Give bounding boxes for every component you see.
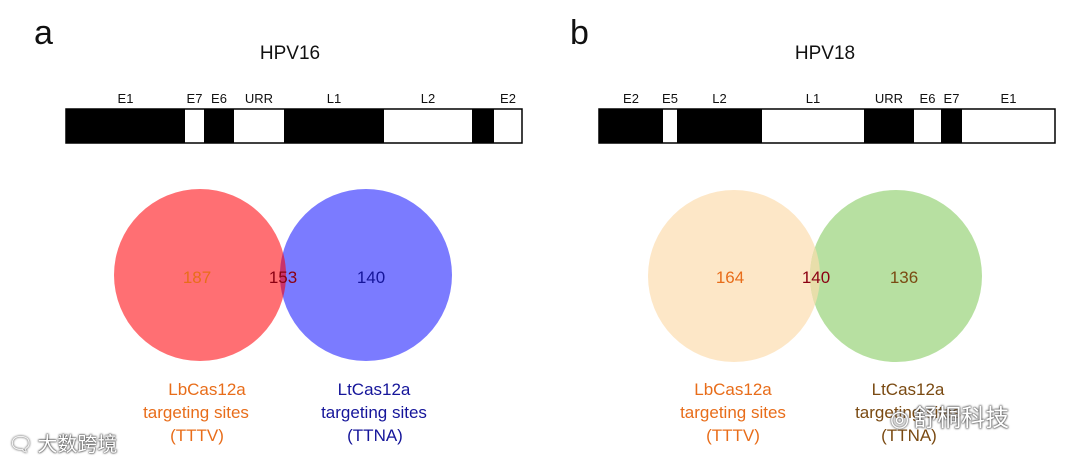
genome-segment-e6 [204,109,234,143]
genome-label-l1: L1 [806,91,820,106]
genome-label-l2: L2 [712,91,726,106]
venn-a-overlap-region [280,252,286,298]
genome-label-e6: E6 [211,91,227,106]
watermark-left-text: 大数跨境 [37,433,118,456]
genome-segment-l1 [762,109,864,143]
venn-a-right-label-line1: LtCas12a [338,380,411,399]
venn-a-left-count: 187 [183,268,211,287]
genome-label-urr: URR [875,91,903,106]
genome-segment-e2 [599,109,663,143]
genome-segment-l1 [284,109,384,143]
panel-a-genome-map: E1 E7 E6 URR L1 L2 E2 [65,91,523,144]
genome-label-l2: L2 [421,91,435,106]
venn-b-right-label-line1: LtCas12a [872,380,945,399]
speech-bubble-icon: 🗨 [8,434,34,456]
genome-outline [598,108,1056,144]
genome-segment-e1 [962,109,1055,143]
venn-a-right-circle [280,189,452,361]
genome-label-e2: E2 [500,91,516,106]
genome-label-e2: E2 [623,91,639,106]
venn-b-right-label-line2: targeting sites [855,403,961,422]
genome-segment-l2 [384,109,472,143]
genome-label-e7: E7 [187,91,203,106]
genome-label-e7: E7 [944,91,960,106]
panel-a-letter: a [34,14,53,52]
venn-b-right-circle [810,190,982,362]
venn-b-left-label-line2: targeting sites [680,403,786,422]
genome-segment-urr [864,109,914,143]
genome-outline [65,108,523,144]
venn-b-left-circle [648,190,820,362]
panel-a-venn: 187 153 140 LbCas12a targeting sites (TT… [114,189,452,445]
genome-label-e5: E5 [662,91,678,106]
panel-b-letter: b [570,14,589,52]
venn-a-left-circle [114,189,286,361]
genome-segment-l2 [677,109,762,143]
genome-segment-e7 [941,109,962,143]
venn-b-left-count: 164 [716,268,744,287]
genome-segment-e2 [494,109,522,143]
venn-a-left-label-line1: LbCas12a [168,380,246,399]
venn-a-left-label-line3: (TTTV) [170,426,224,445]
venn-b-left-label-line1: LbCas12a [694,380,772,399]
panel-b-title: HPV18 [794,43,856,64]
venn-b-right-count: 136 [890,268,918,287]
watermark-right-text: 舒桐科技 [913,405,1010,432]
genome-label-e6: E6 [920,91,936,106]
panel-a-title: HPV16 [259,43,321,64]
genome-segment-e1 [66,109,185,143]
genome-label-urr: URR [245,91,273,106]
watermark-right: ◎ 舒桐科技 [890,406,1009,432]
genome-label-l1: L1 [327,91,341,106]
genome-segment-urr [234,109,284,143]
panel-b-figure: E2 E5 L2 L1 URR E6 E7 E1 164 140 136 LbCas12a t… [598,91,1056,445]
venn-b-overlap-region [810,247,820,305]
venn-b-overlap-count: 140 [802,268,830,287]
panel-a-figure: E1 E7 E6 URR L1 L2 E2 187 153 140 LbCas12a tar… [65,91,523,445]
venn-a-right-count: 140 [357,268,385,287]
genome-label-e1: E1 [118,91,134,106]
venn-b-right-label-line3: (TTNA) [881,426,937,445]
venn-a-right-label-line3: (TTNA) [347,426,403,445]
genome-segment-e7 [185,109,204,143]
panel-b-genome-map: E2 E5 L2 L1 URR E6 E7 E1 [598,91,1056,144]
watermark-left: 🗨 大数跨境 [8,432,117,457]
venn-a-left-label-line2: targeting sites [143,403,249,422]
venn-b-left-label-line3: (TTTV) [706,426,760,445]
wechat-icon: ◎ [890,406,910,431]
genome-segment-e6 [914,109,941,143]
panel-b-venn: 164 140 136 LbCas12a targeting sites (TT… [648,190,982,445]
venn-a-right-label-line2: targeting sites [321,403,427,422]
venn-a-overlap-count: 153 [269,268,297,287]
genome-segment-unlabeled [472,109,494,143]
genome-segment-e5 [663,109,677,143]
genome-label-e1: E1 [1001,91,1017,106]
